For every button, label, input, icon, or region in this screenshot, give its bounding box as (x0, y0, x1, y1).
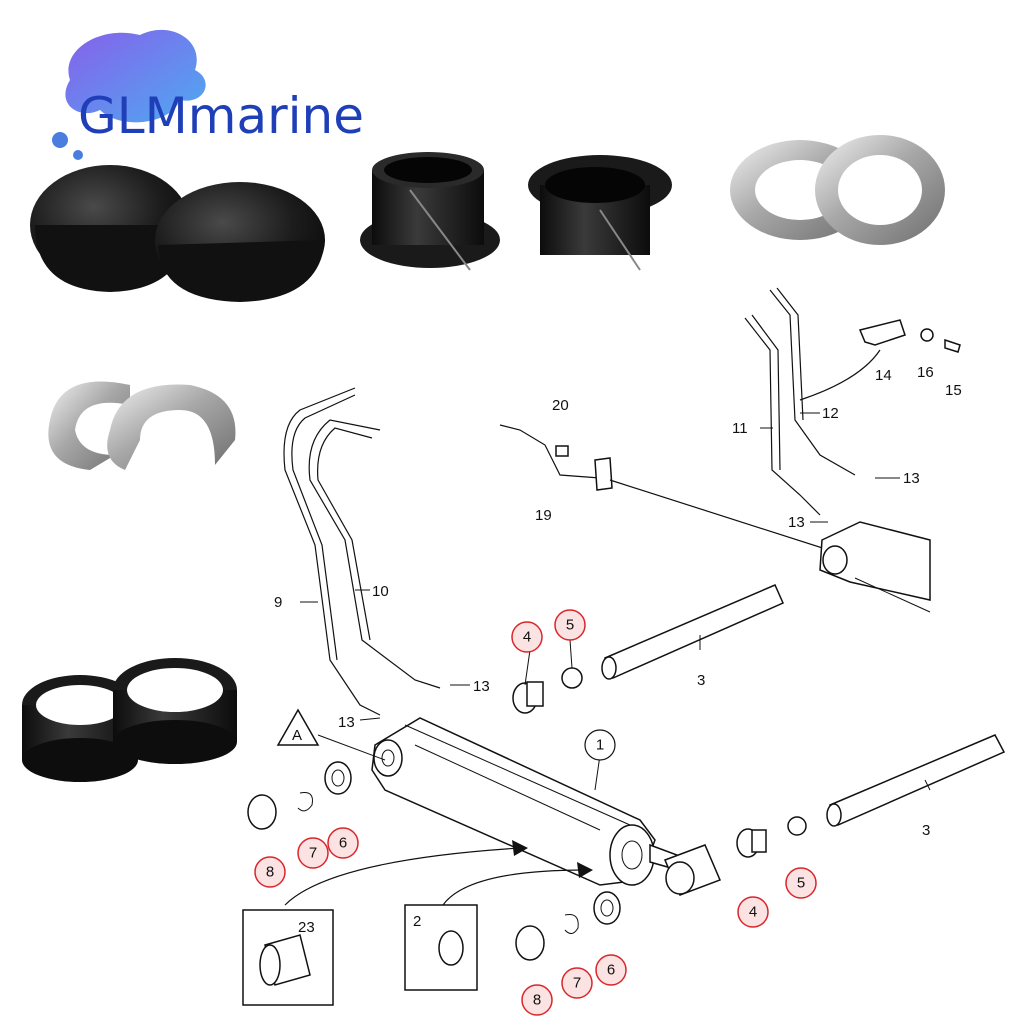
arrow-from-2 (439, 869, 586, 911)
label-20: 20 (552, 397, 569, 414)
callout-6-bottom: 6 (595, 954, 627, 986)
label-13: 13 (338, 714, 355, 731)
svg-text:6: 6 (339, 835, 347, 852)
callout-6-left: 6 (327, 827, 359, 859)
photo-flanged-bushings (360, 152, 672, 271)
spacer-5-lower (787, 816, 807, 836)
label-a: A (292, 727, 302, 744)
upper-cylinder-end (819, 521, 931, 601)
photo-stainless-washers (730, 135, 945, 245)
label-1: 1 (596, 737, 604, 754)
o-ring-2 (438, 930, 464, 966)
hose-9 (283, 387, 381, 716)
callout-5-lower: 5 (785, 867, 817, 899)
svg-text:7: 7 (309, 845, 317, 862)
washer-6-left (324, 761, 352, 795)
cap-8-bottom (515, 925, 545, 961)
svg-text:5: 5 (797, 875, 805, 892)
shaft-lower (826, 734, 1006, 827)
cap-8-left (247, 794, 277, 830)
brand-logo: GLMmarine (52, 29, 364, 160)
label-12: 12 (822, 405, 839, 422)
spacer-5-upper (561, 667, 583, 689)
diagram-labels: 9 10 13 13 3 3 11 12 13 13 14 16 15 19 2… (254, 364, 962, 1016)
callout-7-bottom: 7 (561, 967, 593, 999)
washer-16 (920, 328, 934, 342)
callout-7-left: 7 (297, 837, 329, 869)
label-23: 23 (298, 919, 315, 936)
callout-8-bottom: 8 (521, 984, 553, 1016)
label-10: 10 (372, 583, 389, 600)
marker-a (276, 708, 320, 746)
label-19: 19 (535, 507, 552, 524)
label-9: 9 (274, 594, 282, 611)
svg-text:5: 5 (566, 617, 574, 634)
sensor-19 (499, 424, 601, 479)
bracket-14 (858, 319, 906, 346)
label-3: 3 (697, 672, 705, 689)
hose-10 (308, 419, 441, 689)
svg-text:8: 8 (533, 992, 541, 1009)
photo-rubber-rings (22, 658, 237, 782)
svg-text:7: 7 (573, 975, 581, 992)
svg-text:8: 8 (266, 864, 274, 881)
hose-12 (769, 289, 856, 476)
hydraulic-diagram (242, 287, 1006, 1006)
svg-text:6: 6 (607, 962, 615, 979)
logo-drop-icon (52, 132, 68, 148)
label-3: 3 (922, 822, 930, 839)
photo-end-caps (30, 165, 325, 302)
label-15: 15 (945, 382, 962, 399)
photo-e-clips (48, 381, 236, 470)
label-13: 13 (473, 678, 490, 695)
washer-6-bottom (593, 891, 621, 925)
bolt-15 (944, 338, 961, 353)
callout-4-lower: 4 (737, 896, 769, 928)
svg-text:4: 4 (523, 629, 531, 646)
label-13: 13 (788, 514, 805, 531)
svg-text:4: 4 (749, 904, 757, 921)
logo-drop-icon (73, 150, 83, 160)
steering-cylinder (371, 717, 686, 886)
shaft-upper (601, 584, 784, 680)
brand-name: GLMmarine (78, 87, 364, 145)
logo-splash-icon (65, 29, 206, 123)
callout-5-upper: 5 (554, 609, 586, 641)
label-16: 16 (917, 364, 934, 381)
label-2: 2 (413, 913, 421, 930)
bolt-20 (555, 445, 569, 457)
label-13: 13 (903, 470, 920, 487)
hose-11 (744, 317, 821, 516)
label-14: 14 (875, 367, 892, 384)
arrow-from-23 (284, 847, 521, 906)
callout-8-left: 8 (254, 856, 286, 888)
label-11: 11 (732, 420, 748, 437)
callout-4-upper: 4 (511, 621, 543, 653)
